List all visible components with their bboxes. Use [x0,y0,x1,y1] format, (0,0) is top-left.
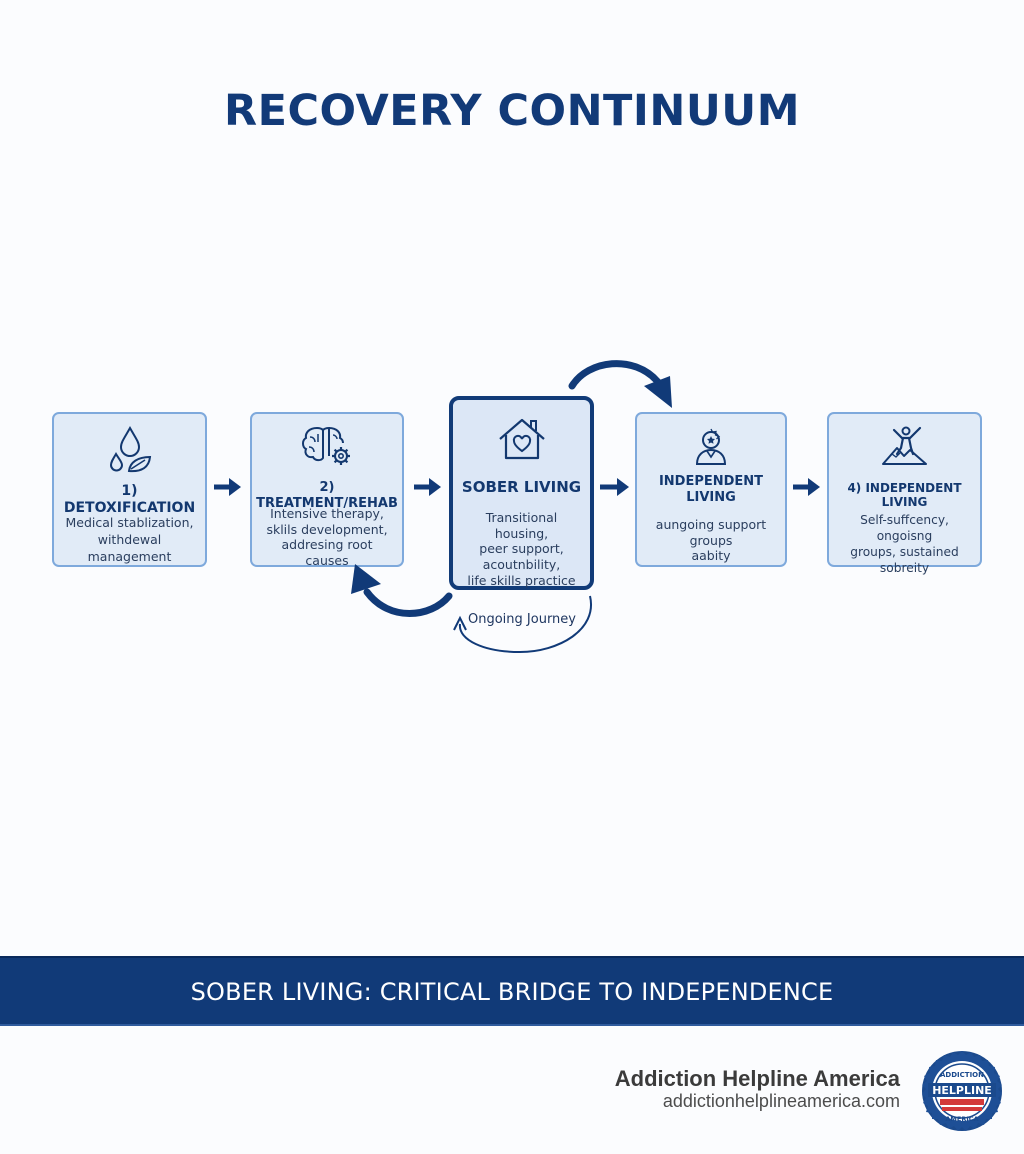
arrow-right-icon [214,478,241,496]
banner-text: SOBER LIVING: CRITICAL BRIDGE TO INDEPEN… [190,978,834,1006]
seal-middle-text: HELPLINE [932,1084,992,1097]
brain-gear-icon [302,426,350,465]
stage-description-line: withdewal management [87,531,172,564]
stage-card-sober-living: SOBER LIVING Transitional housing, peer … [449,396,594,590]
stage-description-line: acoutnbility, [482,556,561,572]
stage-heading: SOBER LIVING [461,478,582,496]
person-mountain-icon [881,426,927,465]
stage-heading-line: INDEPENDENT [658,474,764,489]
ongoing-journey-loop-icon [453,595,593,654]
seal-top-text: ADDICTION [940,1071,984,1079]
stage-card-detoxification: 1) DETOXIFICATION Medical stablization, … [52,412,207,567]
stage-card-independent-living-final: 4) INDEPENDENT LIVING Self-suffcency, on… [827,412,982,575]
stage-description-line: aungoing support groups [655,517,767,548]
stage-description: Medical stablization, withdewal manageme… [62,515,197,566]
arrow-right-icon [793,478,820,496]
addiction-helpline-america-seal-logo: HELPLINE ADDICTION AMERICA [922,1051,1002,1131]
stage-heading-line: LIVING [686,489,736,505]
stage-description-line: addresing root causes [281,537,373,568]
stage-heading: 2) TREATMENT/REHAB [256,480,398,511]
arrow-right-icon [600,478,629,496]
stage-description-line: Intensive therapy, [270,506,384,521]
stage-card-treatment-rehab: 2) TREATMENT/REHAB Intensive therapy, sk… [250,412,404,569]
stage-heading: INDEPENDENT LIVING [637,474,785,505]
stage-description-line: Medical stablization, [65,515,194,530]
stage-description-line: life skills practice [467,572,576,588]
stage-description-line: peer support, [479,541,564,557]
stage-description-line: groups, sustained sobreity [850,544,959,575]
stage-description-line: Transitional housing, [485,510,558,541]
ongoing-journey-label: Ongoing Journey [468,612,576,627]
water-drops-leaf-icon [109,425,151,473]
stage-description-line: Self-suffcency, ongoisng [860,513,949,543]
curved-arrow-back-icon [351,564,453,617]
brand-name: Addiction Helpline America [614,1066,900,1091]
stage-description-line: aabity [691,548,731,564]
stage-heading: 1) DETOXIFICATION [63,483,196,516]
diagram-title: RECOVERY CONTINUUM [224,86,800,136]
person-badge-icon [695,428,727,465]
arrow-right-icon [414,478,441,496]
stage-description: Self-suffcency, ongoisng groups, sustain… [833,513,976,576]
curved-arrow-forward-icon [568,360,672,408]
house-heart-icon [498,418,545,460]
stage-description: Intensive therapy, sklils development, a… [260,506,394,569]
stage-description-line: sklils development, [266,521,388,537]
bottom-banner: SOBER LIVING: CRITICAL BRIDGE TO INDEPEN… [0,956,1024,1026]
seal-bottom-text: AMERICA [945,1115,978,1123]
stage-heading: 4) INDEPENDENT LIVING [847,481,962,510]
brand-url[interactable]: addictionhelplineamerica.com [662,1091,900,1111]
stage-description: aungoing support groups aabity [645,517,777,564]
stage-card-independent-living: INDEPENDENT LIVING aungoing support grou… [635,412,787,567]
stage-description: Transitional housing, peer support, acou… [461,510,582,588]
